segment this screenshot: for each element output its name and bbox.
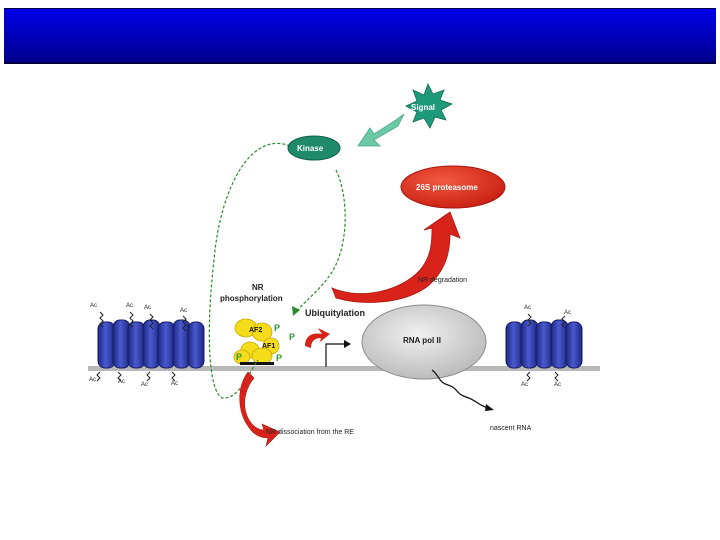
transcription-start-arrow xyxy=(325,343,344,367)
proteasome xyxy=(400,165,506,209)
signal-burst xyxy=(405,82,453,129)
rna-pol-ii xyxy=(361,304,487,380)
phospho-mark: P xyxy=(274,323,280,333)
af1-label: AF1 xyxy=(262,343,275,350)
dissociation-arrow xyxy=(239,371,281,447)
dna-strand xyxy=(88,366,600,371)
af2-label: AF2 xyxy=(249,327,262,334)
nascent-rna-label: nascent RNA xyxy=(490,425,532,432)
acetyl-labels: Ac Ac Ac Ac Ac Ac Ac Ac Ac Ac Ac Ac xyxy=(89,303,571,388)
phospho-mark: P xyxy=(289,332,295,342)
ac-label: Ac xyxy=(126,303,133,309)
nr-complex xyxy=(233,318,280,365)
nascent-rna-strand xyxy=(431,369,489,409)
ubiquitylation-label: Ubiquitylation xyxy=(305,308,365,318)
phospho-mark: P xyxy=(236,352,242,362)
left-nucleosomes xyxy=(97,319,205,369)
slide-title-bar xyxy=(4,8,716,64)
ac-label: Ac xyxy=(554,382,561,388)
signal-label: Signal xyxy=(411,103,435,112)
phospho-marks: P P P P xyxy=(236,323,295,363)
nascent-rna-arrowhead xyxy=(485,404,494,411)
nr-phosphorylation-label-line2: phosphorylation xyxy=(220,294,283,303)
kinase-arrowhead xyxy=(292,306,300,316)
ac-label: Ac xyxy=(180,308,187,314)
ac-label: Ac xyxy=(524,305,531,311)
phosphorylation-pathway xyxy=(208,143,346,399)
nr-dissociation-label: NR dissociation from the RE xyxy=(266,429,354,436)
right-nucleosomes xyxy=(505,319,583,369)
ac-label: Ac xyxy=(144,305,151,311)
ac-label: Ac xyxy=(171,381,178,387)
ac-label: Ac xyxy=(90,303,97,309)
proteasome-label: 26S proteasome xyxy=(416,183,478,192)
kinase-label: Kinase xyxy=(297,144,324,153)
ac-label: Ac xyxy=(89,377,96,383)
kinase xyxy=(287,135,341,161)
ac-label: Ac xyxy=(521,382,528,388)
phospho-mark: P xyxy=(276,353,282,363)
ubiquitylation-arrow xyxy=(305,328,330,348)
degradation-arrow xyxy=(331,211,461,303)
signal-arrow xyxy=(357,113,405,147)
ac-label: Ac xyxy=(118,379,125,385)
rna-pol-label: RNA pol II xyxy=(403,336,441,345)
ac-label: Ac xyxy=(564,310,571,316)
acetyl-tails xyxy=(96,311,566,382)
nr-phosphorylation-label-line1: NR xyxy=(252,283,264,292)
transcription-arrowhead xyxy=(344,340,351,348)
ac-label: Ac xyxy=(141,382,148,388)
nr-degradation-label: NR degradation xyxy=(418,277,467,284)
